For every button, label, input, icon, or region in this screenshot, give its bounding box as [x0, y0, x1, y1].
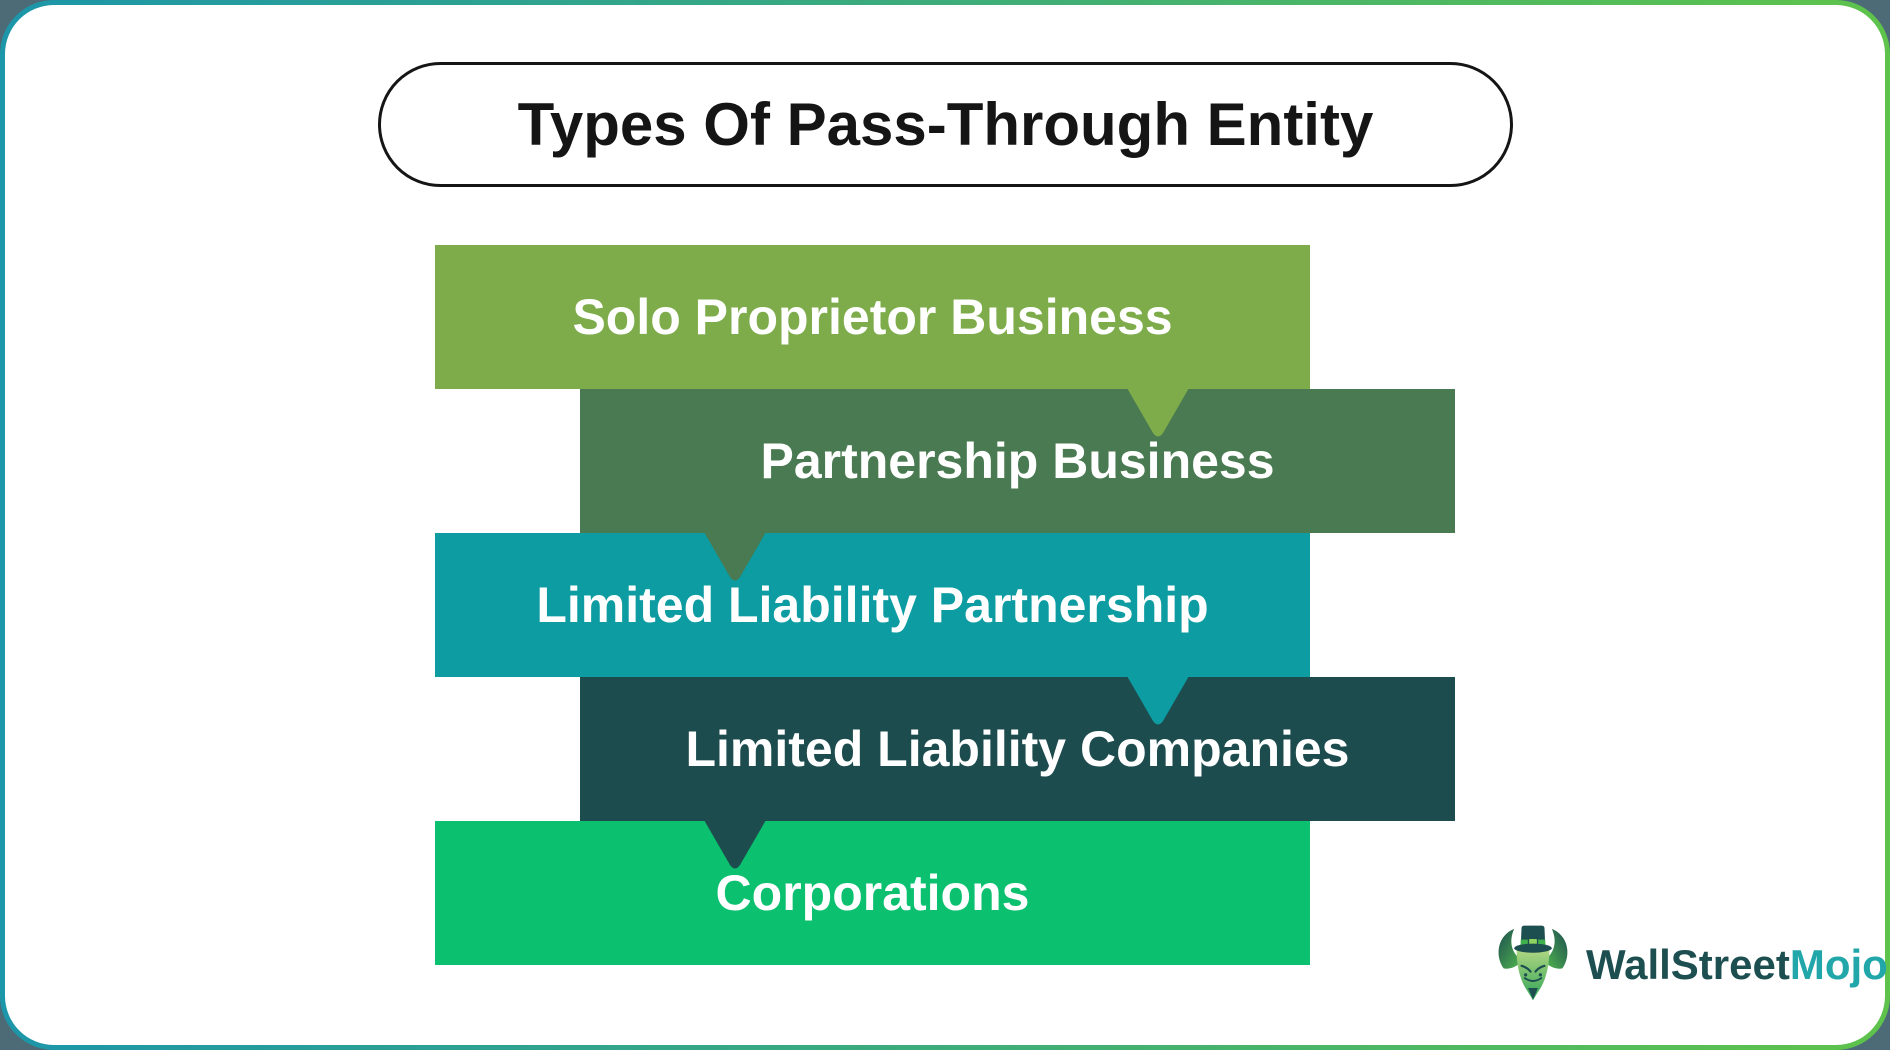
bar-row-limited-liability-partnership: Limited Liability Partnership	[435, 533, 1310, 677]
bar-row-solo-proprietor-business: Solo Proprietor Business	[435, 245, 1310, 389]
bar-row-corporations: Corporations	[435, 821, 1310, 965]
bar-connector-arrow	[1127, 388, 1189, 440]
logo-text-wallstreet: WallStreet	[1586, 941, 1790, 988]
bar-row-limited-liability-companies: Limited Liability Companies	[580, 677, 1455, 821]
bar-connector-arrow	[704, 820, 766, 872]
bar-label: Partnership Business	[760, 433, 1275, 489]
title-pill: Types Of Pass-Through Entity	[378, 62, 1513, 187]
bar-label: Limited Liability Companies	[685, 721, 1350, 777]
page-title: Types Of Pass-Through Entity	[517, 91, 1374, 158]
bull-mascot-icon	[1498, 925, 1568, 1001]
wallstreetmojo-logo: WallStreetMojo	[1492, 922, 1888, 1008]
bar-connector-arrow	[704, 532, 766, 584]
logo-text-mojo: Mojo	[1789, 941, 1888, 988]
bar-connector-arrow	[1127, 676, 1189, 728]
bar-label: Limited Liability Partnership	[536, 577, 1209, 633]
bar-label: Solo Proprietor Business	[572, 289, 1173, 345]
bar-label: Corporations	[715, 865, 1030, 921]
logo-wordmark: WallStreetMojo	[1586, 941, 1888, 989]
bar-row-partnership-business: Partnership Business	[580, 389, 1455, 533]
